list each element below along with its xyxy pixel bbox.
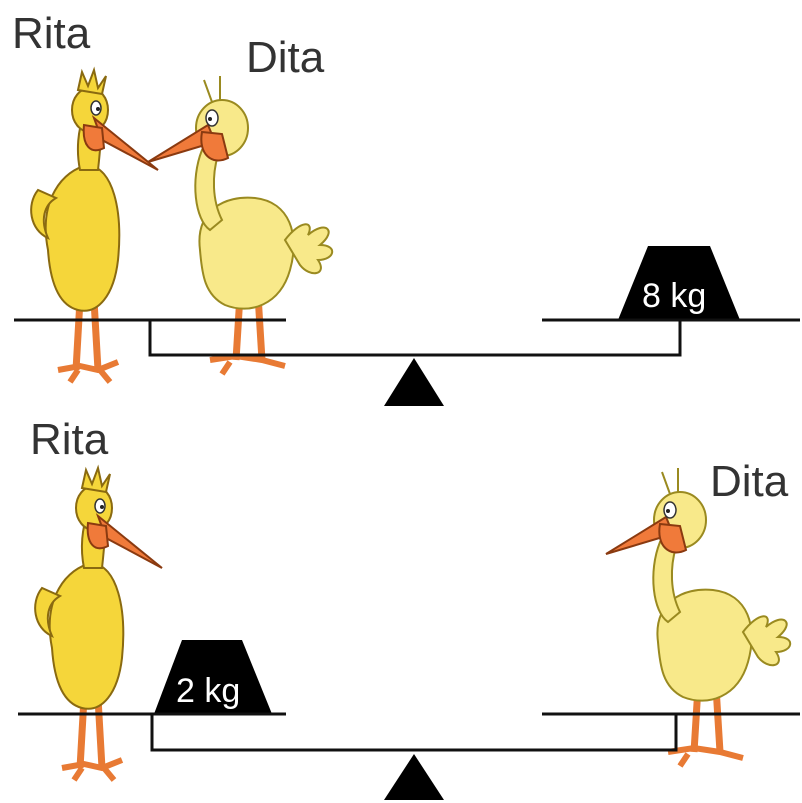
- top-weight-label: 8 kg: [642, 277, 706, 315]
- top-dita-label: Dita: [246, 33, 325, 82]
- top-dita-bird-icon: [148, 76, 332, 374]
- bottom-rita-bird-icon: [35, 468, 162, 780]
- bottom-dita-bird-icon: [606, 468, 790, 766]
- bottom-weight-label: 2 kg: [176, 672, 240, 710]
- bottom-dita-label: Dita: [710, 457, 789, 506]
- bottom-rita-label: Rita: [30, 415, 109, 464]
- top-weight-block: [618, 246, 740, 320]
- bottom-scale: Rita Dita 2 kg: [18, 415, 800, 800]
- bottom-fulcrum: [384, 754, 444, 800]
- top-beam: [148, 320, 682, 357]
- top-fulcrum: [384, 358, 444, 406]
- top-scale: Rita Dita 8 kg: [12, 9, 800, 406]
- top-rita-label: Rita: [12, 9, 91, 58]
- top-rita-bird-icon: [31, 70, 158, 382]
- bottom-beam: [150, 714, 678, 752]
- bottom-weight-block: [154, 640, 272, 714]
